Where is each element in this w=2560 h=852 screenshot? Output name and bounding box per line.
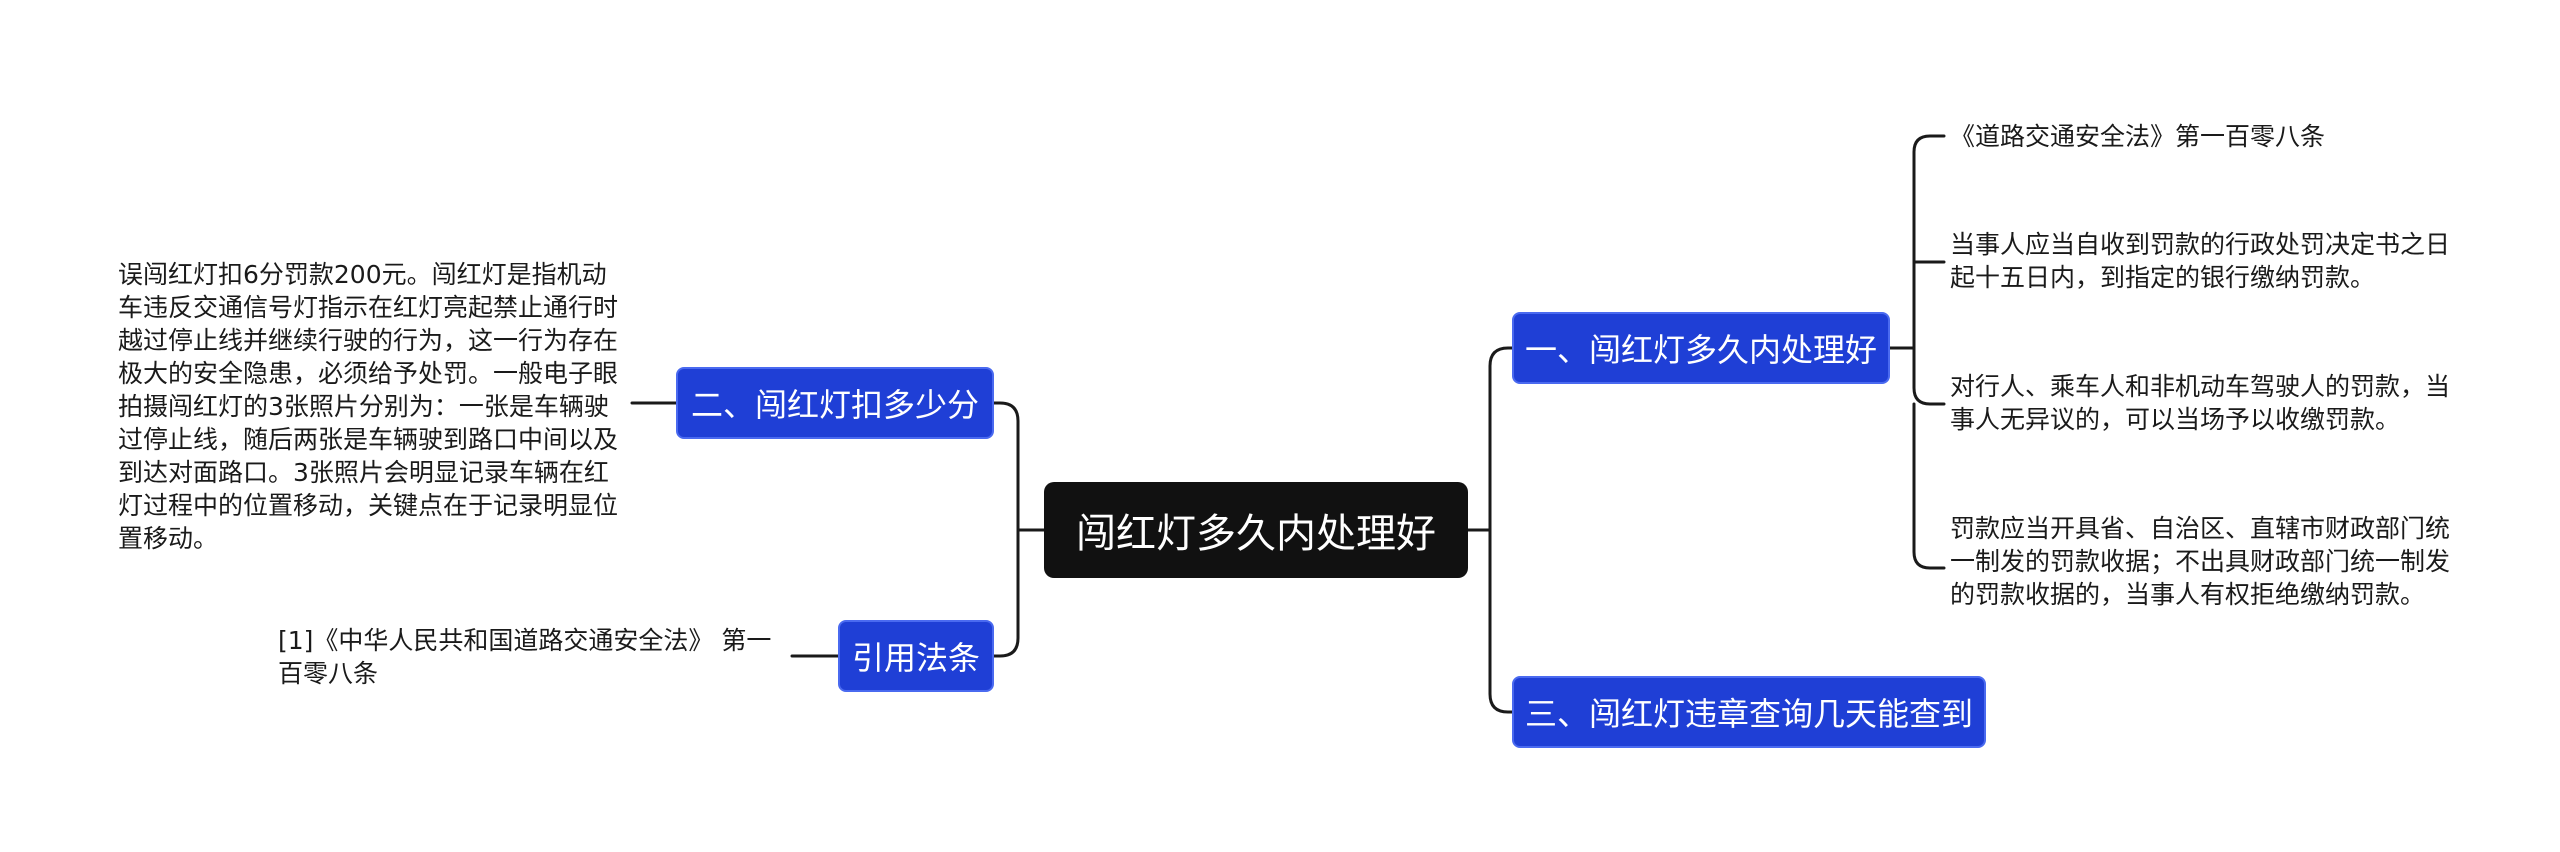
root-topic-label: 闯红灯多久内处理好 [1076, 511, 1436, 557]
leaf-line: 灯过程中的位置移动，关键点在于记录明显位 [118, 491, 619, 520]
branch-label: 一、闯红灯多久内处理好 [1524, 331, 1877, 369]
leaf-line: 越过停止线并继续行驶的行为，这一行为存在 [118, 326, 619, 355]
leaf-line: 到达对面路口。3张照片会明显记录车辆在红 [118, 458, 609, 487]
leaf-line: 误闯红灯扣6分罚款200元。闯红灯是指机动 [118, 260, 607, 289]
leaf-line: 的罚款收据的，当事人有权拒绝缴纳罚款。 [1950, 580, 2426, 609]
branch-label: 引用法条 [851, 639, 980, 677]
leaf-line: 事人无异议的，可以当场予以收缴罚款。 [1950, 405, 2401, 434]
leaf-line: 起十五日内，到指定的银行缴纳罚款。 [1950, 263, 2376, 292]
branch-processing-time[interactable]: 一、闯红灯多久内处理好 [1512, 312, 1890, 384]
leaf-line: 《道路交通安全法》第一百零八条 [1950, 122, 2326, 151]
leaf-line: 对行人、乘车人和非机动车驾驶人的罚款，当 [1950, 372, 2451, 401]
leaf-line: 百零八条 [278, 659, 379, 688]
root-topic[interactable]: 闯红灯多久内处理好 [1044, 482, 1468, 578]
leaf-points-explanation: 误闯红灯扣6分罚款200元。闯红灯是指机动 车违反交通信号灯指示在红灯亮起禁止通… [118, 258, 638, 555]
leaf-line: 置移动。 [118, 524, 219, 553]
connector-r1-leaves [1912, 134, 1946, 570]
leaf-line: 过停止线，随后两张是车辆驶到路口中间以及 [118, 425, 619, 454]
branch-violation-query[interactable]: 三、闯红灯违章查询几天能查到 [1512, 676, 1986, 748]
branch-label: 二、闯红灯扣多少分 [690, 386, 979, 424]
leaf-line: 当事人应当自收到罚款的行政处罚决定书之日 [1950, 230, 2451, 259]
branch-points-deducted[interactable]: 二、闯红灯扣多少分 [676, 367, 994, 439]
branch-cited-law[interactable]: 引用法条 [838, 620, 994, 692]
leaf-on-spot-collection: 对行人、乘车人和非机动车驾驶人的罚款，当 事人无异议的，可以当场予以收缴罚款。 [1950, 370, 2500, 436]
leaf-line: 极大的安全隐患，必须给予处罚。一般电子眼 [118, 359, 619, 388]
leaf-payment-deadline: 当事人应当自收到罚款的行政处罚决定书之日 起十五日内，到指定的银行缴纳罚款。 [1950, 228, 2500, 294]
leaf-line: [1]《中华人民共和国道路交通安全法》 第一 [278, 626, 772, 655]
branch-label: 三、闯红灯违章查询几天能查到 [1524, 695, 1973, 733]
leaf-line: 拍摄闯红灯的3张照片分别为：一张是车辆驶 [118, 392, 609, 421]
connector-right-trunk [1488, 346, 1514, 714]
leaf-receipt-rule: 罚款应当开具省、自治区、直辖市财政部门统 一制发的罚款收据；不出具财政部门统一制… [1950, 512, 2500, 611]
leaf-line: 罚款应当开具省、自治区、直辖市财政部门统 [1950, 514, 2451, 543]
leaf-law-article: 《道路交通安全法》第一百零八条 [1950, 120, 2500, 153]
leaf-line: 一制发的罚款收据；不出具财政部门统一制发 [1950, 547, 2451, 576]
leaf-law-reference: [1]《中华人民共和国道路交通安全法》 第一 百零八条 [278, 624, 778, 690]
connector-left-trunk [992, 401, 1020, 658]
leaf-line: 车违反交通信号灯指示在红灯亮起禁止通行时 [118, 293, 619, 322]
